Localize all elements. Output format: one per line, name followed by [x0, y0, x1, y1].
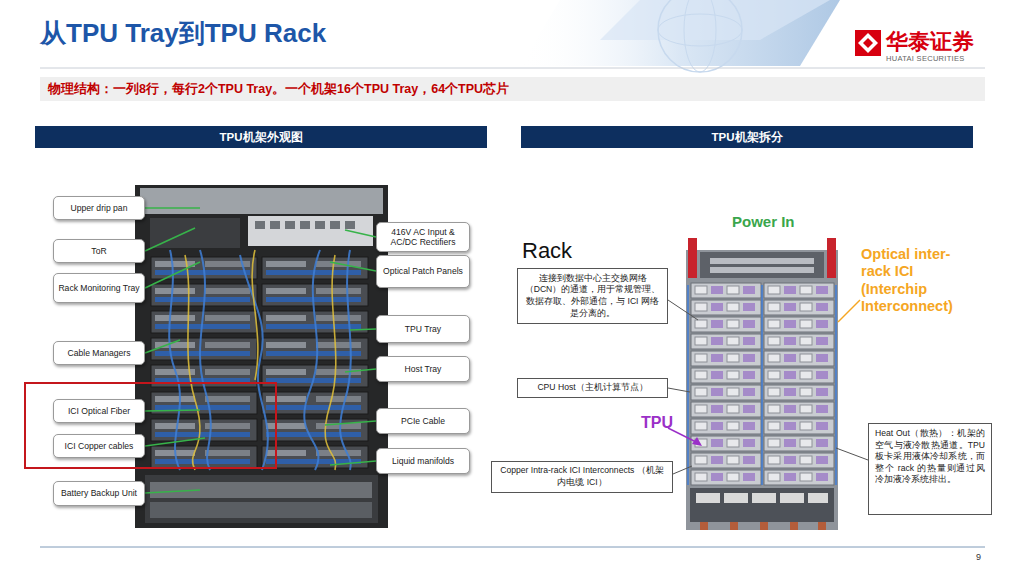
slide-title: 从TPU Tray到TPU Rack: [40, 16, 326, 51]
subtitle-band: 物理结构：一列8行，每行2个TPU Tray。一个机架16个TPU Tray，6…: [40, 77, 985, 101]
node-text: Host Tray: [405, 364, 442, 374]
callout-box: Battery Backup Unit: [53, 481, 145, 506]
node-text: ToR: [91, 246, 106, 256]
node-text: 物理结构：一列8行，每行2个TPU Tray。一个机架16个TPU Tray，6…: [48, 81, 509, 98]
note-box: Copper Intra-rack ICI Interconnects （机架内…: [491, 461, 673, 493]
node-text: Upper drip pan: [71, 203, 128, 213]
callout-box: ICI Copper cables: [53, 434, 145, 458]
section-header: TPU机架拆分: [521, 126, 973, 148]
note-box: CPU Host（主机计算节点）: [517, 378, 668, 398]
callout-box: ToR: [53, 239, 145, 263]
node-text: PCIe Cable: [401, 416, 445, 426]
diagram-label: TPU: [641, 414, 673, 432]
callout-box: Upper drip pan: [53, 196, 145, 220]
node-text: TPU机架拆分: [712, 130, 783, 145]
node-text: Optical Patch Panels: [383, 266, 463, 276]
callout-box: PCIe Cable: [376, 408, 470, 434]
node-text: CPU Host（主机计算节点）: [537, 382, 647, 394]
node-text: Rack Monitoring Tray: [58, 283, 139, 293]
callout-box: Optical Patch Panels: [376, 255, 470, 288]
diagram-label: Power In: [732, 213, 795, 230]
logo-text: 华泰证券: [886, 27, 974, 57]
page-number: 9: [976, 552, 981, 562]
diagram-label: Optical inter-rack ICI (Interchip Interc…: [861, 246, 973, 316]
node-text: 416V AC Input & AC/DC Rectifiers: [381, 227, 465, 248]
callout-box: Host Tray: [376, 356, 470, 382]
node-text: 连接到数据中心主交换网络（DCN）的通道，用于常规管理、数据存取、外部通信，与 …: [524, 273, 661, 319]
callout-box: 416V AC Input & AC/DC Rectifiers: [376, 222, 470, 252]
node-text: Heat Out（散热）：机架的空气与液冷散热通道。TPU 板卡采用液体冷却系统…: [875, 428, 985, 486]
logo-subtext: HUATAI SECURITIES: [886, 54, 965, 63]
node-text: ICI Optical Fiber: [68, 406, 130, 416]
callout-box: Rack Monitoring Tray: [53, 273, 145, 303]
callout-box: Liquid manifolds: [376, 448, 470, 474]
callout-box: TPU Tray: [376, 315, 470, 343]
note-box: 连接到数据中心主交换网络（DCN）的通道，用于常规管理、数据存取、外部通信，与 …: [517, 268, 668, 324]
callout-box: Cable Managers: [53, 341, 145, 365]
note-box: Heat Out（散热）：机架的空气与液冷散热通道。TPU 板卡采用液体冷却系统…: [868, 423, 992, 515]
callout-box: ICI Optical Fiber: [53, 399, 145, 423]
node-text: Liquid manifolds: [392, 456, 454, 466]
node-text: Cable Managers: [67, 348, 130, 358]
node-text: TPU Tray: [405, 324, 441, 334]
diagram-label: Rack: [522, 238, 572, 264]
section-header: TPU机架外观图: [35, 126, 487, 148]
node-text: Battery Backup Unit: [61, 488, 137, 498]
node-text: Copper Intra-rack ICI Interconnects （机架内…: [498, 465, 666, 488]
node-text: TPU机架外观图: [220, 130, 303, 145]
node-text: ICI Copper cables: [65, 441, 134, 451]
